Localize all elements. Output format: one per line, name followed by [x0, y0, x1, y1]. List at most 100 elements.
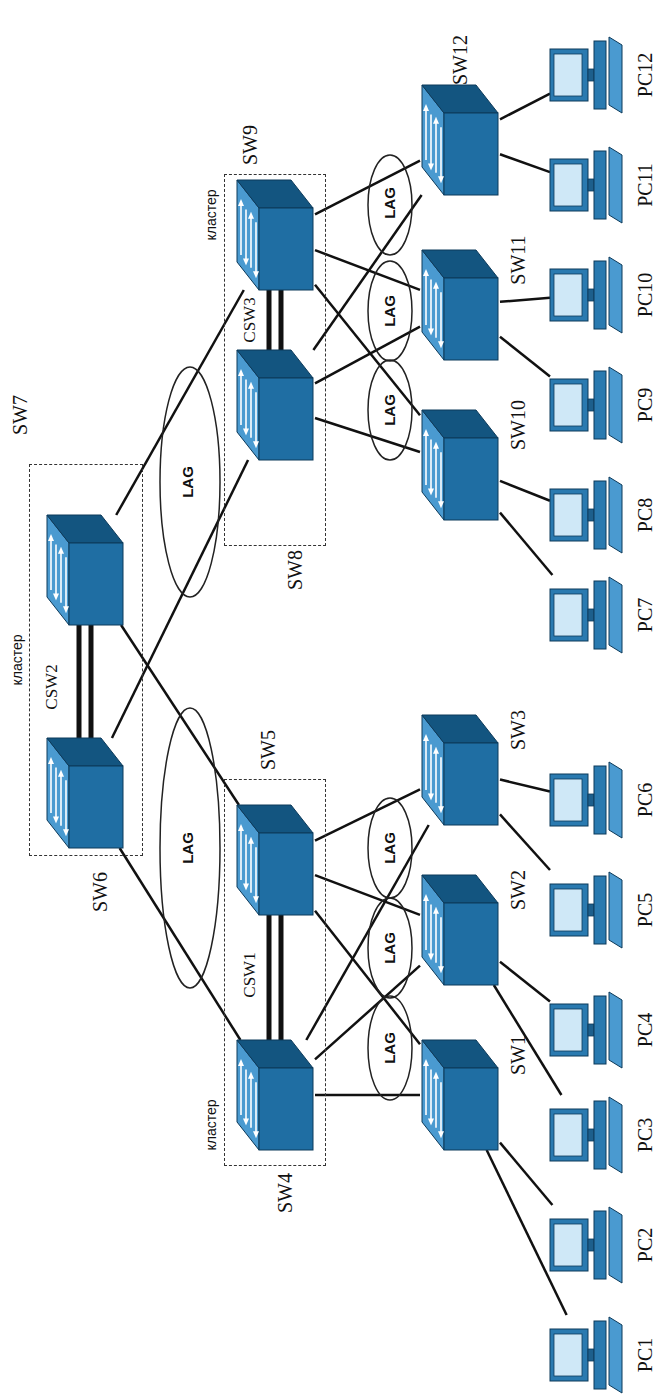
pc-node: PC2 — [550, 1205, 622, 1285]
switch-arrow — [425, 273, 427, 325]
pc-case — [594, 1211, 606, 1279]
lag-label: LAG — [382, 832, 399, 864]
switch-arrow — [250, 841, 252, 893]
switch-arrow — [430, 904, 432, 956]
link-line — [315, 1094, 420, 1097]
pc-node: PC9 — [550, 365, 622, 445]
cluster-label: CSW2 — [43, 664, 62, 709]
link-line — [500, 962, 550, 1002]
switch-arrow — [240, 1063, 242, 1115]
pc-node: PC4 — [550, 990, 622, 1070]
pc-stand — [588, 1129, 594, 1141]
pc-case — [594, 1101, 606, 1169]
switch-arrow-head — [58, 547, 64, 554]
pc-monitor — [550, 159, 588, 211]
pc-keyboard — [609, 992, 622, 1068]
pc-stand — [588, 1239, 594, 1251]
switch-arrow — [245, 1069, 247, 1121]
link-line — [89, 625, 94, 738]
switch-arrow — [245, 834, 247, 886]
pc-icon — [550, 1315, 622, 1395]
device-label: SW5 — [257, 730, 279, 770]
pc-icon — [550, 990, 622, 1070]
link-line — [500, 481, 550, 501]
pc-stand — [588, 509, 594, 521]
pc-monitor — [550, 269, 588, 321]
switch-front — [259, 833, 313, 915]
link-line — [500, 780, 550, 792]
switch-arrow — [50, 538, 52, 590]
switch-front — [444, 113, 498, 195]
switch-node: SW6 — [45, 738, 125, 848]
switch-arrow-head — [253, 441, 259, 448]
switch-arrow — [255, 847, 257, 899]
pc-case — [594, 581, 606, 649]
lag-label: LAG — [382, 932, 399, 964]
switch-arrow — [435, 286, 437, 338]
device-label: SW10 — [507, 400, 529, 450]
switch-arrow — [435, 751, 437, 803]
device-label: PC12 — [634, 53, 656, 97]
switch-arrow — [240, 373, 242, 425]
device-label: PC11 — [634, 163, 656, 207]
switch-arrow — [425, 433, 427, 485]
pc-node: PC1 — [550, 1315, 622, 1395]
switch-arrow — [55, 544, 57, 596]
pc-case — [594, 1321, 606, 1389]
switch-side — [47, 738, 123, 766]
lag-label: LAG — [382, 1032, 399, 1064]
switch-side — [422, 875, 498, 903]
switch-arrow-head — [58, 770, 64, 777]
switch-arrow — [440, 452, 442, 504]
pc-case — [594, 481, 606, 549]
pc-case — [594, 41, 606, 109]
switch-front — [444, 438, 498, 520]
link-line — [315, 250, 420, 290]
switch-arrow — [245, 209, 247, 261]
pc-screen — [554, 889, 582, 931]
pc-icon — [550, 575, 622, 655]
device-label: PC2 — [634, 1228, 656, 1262]
device-label: SW11 — [507, 235, 529, 284]
switch-arrow-head — [238, 824, 244, 831]
pc-keyboard — [609, 257, 622, 333]
switch-node: SW1 — [420, 1040, 500, 1150]
pc-screen — [554, 384, 582, 426]
switch-node: SW9 — [235, 180, 315, 290]
switch-icon — [235, 1040, 315, 1150]
lag-ellipse — [368, 798, 412, 898]
switch-arrow-head — [248, 837, 254, 844]
device-label: PC6 — [634, 783, 656, 817]
switch-front — [259, 1068, 313, 1150]
device-label: PC3 — [634, 1118, 656, 1152]
switch-side — [422, 715, 498, 743]
switch-arrow-head — [433, 747, 439, 754]
device-label: SW7 — [9, 395, 31, 435]
pc-node: PC12 — [550, 35, 622, 115]
switch-icon — [235, 180, 315, 290]
switch-icon — [45, 738, 125, 848]
lag-ellipse — [368, 155, 412, 255]
switch-side — [47, 515, 123, 543]
pc-screen — [554, 164, 582, 206]
lag-label: LAG — [382, 394, 399, 426]
pc-node: PC5 — [550, 870, 622, 950]
switch-arrow-head — [48, 534, 54, 541]
switch-arrow-head — [243, 258, 249, 265]
lag-ellipse — [368, 261, 412, 361]
pc-screen — [554, 494, 582, 536]
switch-arrow-head — [243, 428, 249, 435]
switch-arrow-head — [53, 593, 59, 600]
pc-stand — [588, 1024, 594, 1036]
switch-arrow-head — [433, 442, 439, 449]
device-label: SW4 — [274, 1173, 296, 1213]
device-label: PC8 — [634, 498, 656, 532]
link-line — [500, 814, 550, 870]
link-line — [315, 789, 420, 840]
switch-side — [422, 85, 498, 113]
device-label: SW3 — [507, 710, 529, 750]
switch-arrow-head — [438, 176, 444, 183]
switch-side — [422, 410, 498, 438]
pc-monitor — [550, 1109, 588, 1161]
switch-arrow-head — [423, 734, 429, 741]
